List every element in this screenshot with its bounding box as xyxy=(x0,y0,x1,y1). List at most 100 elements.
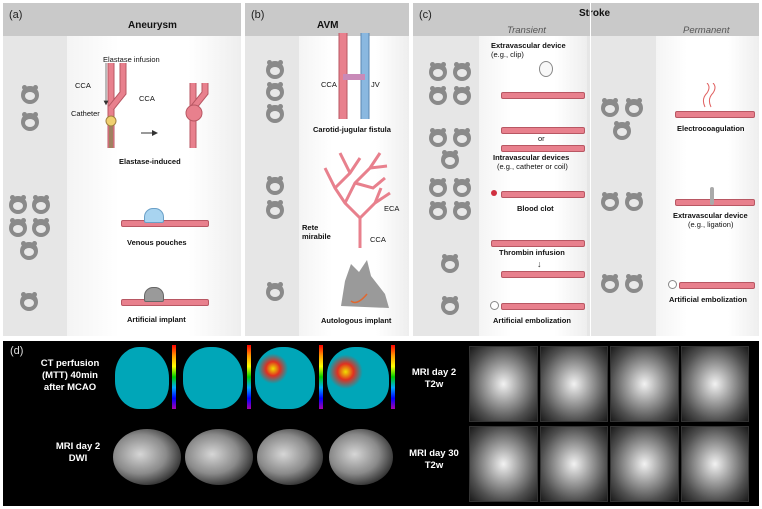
pig-icon xyxy=(453,62,471,81)
clip-vessel xyxy=(501,92,585,99)
monkey-icon xyxy=(441,150,459,169)
dwi-scan-4 xyxy=(329,429,393,485)
extravascular-device-example: (e.g., clip) xyxy=(491,50,524,59)
dog-icon xyxy=(266,282,284,301)
pig-icon xyxy=(453,128,471,147)
intravascular-vessel-1 xyxy=(501,127,585,134)
dwi-scan-1 xyxy=(113,429,181,485)
t2-day30-label: MRI day 30 T2w xyxy=(401,448,467,472)
t2-day30-label-line1: MRI day 30 xyxy=(409,448,459,459)
or-label: or xyxy=(538,134,545,143)
color-scale-bar xyxy=(172,345,176,409)
carotid-jugular-fistula-diagram xyxy=(338,33,370,119)
panel-stroke: (c) Stroke Transient Permanent Extravasc… xyxy=(413,3,759,336)
blood-clot-vessel xyxy=(501,191,585,198)
arrow-down-icon: ↓ xyxy=(537,259,542,269)
pig-icon xyxy=(20,292,38,311)
cca-lower-label: CCA xyxy=(370,235,386,244)
dwi-label-line2: DWI xyxy=(68,453,88,464)
artificial-implant-shape xyxy=(144,287,164,302)
ct-label-line1: CT perfusion xyxy=(40,358,100,369)
monkey-icon xyxy=(266,104,284,123)
monkey-icon xyxy=(32,195,50,214)
dog-icon xyxy=(9,195,27,214)
color-scale-bar xyxy=(319,345,323,409)
venous-pouch xyxy=(144,208,164,223)
color-scale-bar xyxy=(247,345,251,409)
panel-label: (a) xyxy=(9,9,23,21)
rabbit-icon xyxy=(429,128,447,147)
panel-title: Stroke xyxy=(579,8,611,19)
perm-embolus-marker xyxy=(668,280,677,289)
elastase-infusion-label: Elastase infusion xyxy=(103,55,160,64)
cat-icon xyxy=(601,192,619,211)
autologous-implant-label: Autologous implant xyxy=(321,316,392,325)
sheep-icon xyxy=(266,176,284,195)
dog-icon xyxy=(429,62,447,81)
dog-icon xyxy=(625,274,643,293)
pig-icon xyxy=(453,178,471,197)
t2-day30-scan-2 xyxy=(540,426,608,502)
rabbit-icon xyxy=(441,296,459,315)
t2-day2-scan-1 xyxy=(469,346,538,422)
extravascular-device-label: Extravascular device xyxy=(491,41,566,50)
rete-label: Rete xyxy=(302,223,319,232)
t2-day2-scan-2 xyxy=(540,346,608,422)
ligature xyxy=(710,187,714,205)
thrombin-infusion-label: Thrombin infusion xyxy=(499,248,565,257)
dwi-scan-2 xyxy=(185,429,253,485)
artificial-implant-label: Artificial implant xyxy=(127,315,186,324)
cat-icon xyxy=(266,82,284,101)
panel-header xyxy=(413,3,759,36)
pig-icon xyxy=(266,60,284,79)
extravascular-device-perm-label: Extravascular device xyxy=(673,211,748,220)
panel-avm: (b) AVM CCA JV Carotid-jugular fistula R… xyxy=(245,3,409,336)
clip-icon xyxy=(539,61,553,77)
sheep-icon xyxy=(32,218,50,237)
pig-icon xyxy=(266,200,284,219)
t2-day30-scan-1 xyxy=(469,426,538,502)
extravascular-device-perm-example: (e.g., ligation) xyxy=(688,220,734,229)
color-scale-bar xyxy=(391,345,395,409)
t2-day2-scan-3 xyxy=(610,346,679,422)
panel-title: AVM xyxy=(317,20,339,31)
venous-pouch-vessel xyxy=(121,220,209,227)
rabbit-icon xyxy=(9,218,27,237)
t2-day30-scan-3 xyxy=(610,426,679,502)
intravascular-devices-example: (e.g., catheter or coil) xyxy=(497,162,568,171)
blood-clot-label: Blood clot xyxy=(517,204,554,213)
intravascular-devices-label: Intravascular devices xyxy=(493,153,570,162)
dwi-scan-3 xyxy=(257,429,323,485)
transient-diagram-area xyxy=(479,36,587,336)
t2-day2-label-line1: MRI day 2 xyxy=(411,367,457,378)
dog-silhouette xyxy=(341,260,389,308)
dog-icon xyxy=(625,192,643,211)
ct-scan-3 xyxy=(255,347,315,409)
rete-mirabile-diagram xyxy=(323,152,391,248)
rabbit-icon xyxy=(21,112,39,131)
panel-header xyxy=(3,3,241,36)
diagram-area xyxy=(67,36,241,336)
pig-icon xyxy=(20,241,38,260)
elastase-induced-label: Elastase-induced xyxy=(119,157,181,166)
artificial-embolization-label: Artificial embolization xyxy=(493,316,571,325)
dog-icon xyxy=(21,85,39,104)
artificial-embolization-perm-label: Artificial embolization xyxy=(669,295,747,304)
ct-scan-4 xyxy=(327,347,389,409)
eca-label: ECA xyxy=(384,204,400,213)
monkey-icon xyxy=(625,98,643,117)
ct-label-line2: (MTT) 40min xyxy=(42,370,98,381)
jv-label: JV xyxy=(371,80,380,89)
panel-aneurysm: (a) Aneurysm Elastase infusion CCA CCA C… xyxy=(3,3,241,336)
cca-label-right: CCA xyxy=(139,94,155,103)
panel-title: Aneurysm xyxy=(128,20,177,31)
venous-pouches-label: Venous pouches xyxy=(127,238,187,247)
thrombin-vessel xyxy=(491,240,585,247)
monkey-icon xyxy=(429,86,447,105)
implant-vessel xyxy=(121,299,209,306)
carotid-jugular-fistula-label: Carotid-jugular fistula xyxy=(313,125,391,134)
electrocoagulation-vessel xyxy=(675,111,755,118)
t2-day30-scan-4 xyxy=(681,426,749,502)
embolus-marker xyxy=(490,301,499,310)
dog-icon xyxy=(429,201,447,220)
